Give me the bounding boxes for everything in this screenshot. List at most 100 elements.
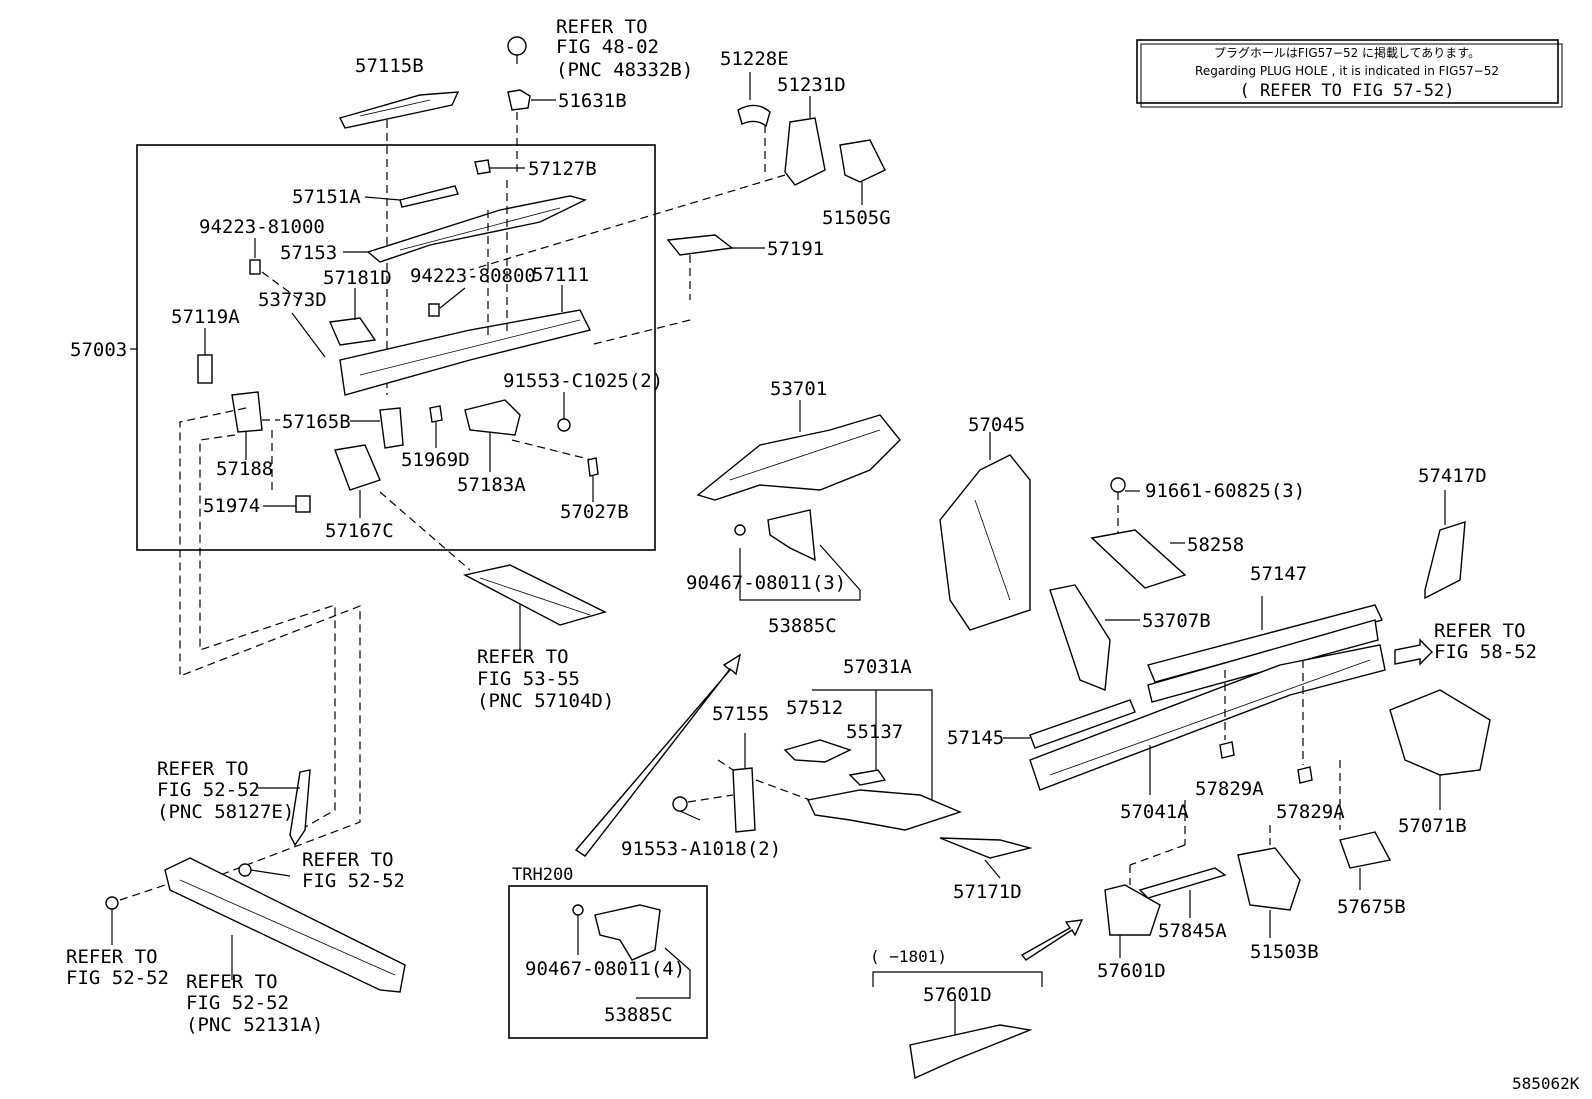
label-57147[interactable]: 57147 <box>1250 563 1307 585</box>
part-57417D-shape <box>1424 521 1466 600</box>
label-57601D-1[interactable]: 57601D <box>1097 960 1166 982</box>
part-53701-shape <box>696 400 901 501</box>
guide-line-left <box>179 407 361 889</box>
label-91553-A1018[interactable]: 91553-A1018(2) <box>621 838 781 860</box>
part-57104D-shape <box>462 564 607 650</box>
label-57145[interactable]: 57145 <box>947 727 1004 749</box>
label-53885C-b[interactable]: 53885C <box>604 1004 673 1026</box>
part-57165B-shape <box>379 407 404 449</box>
part-57601D-lower-shape <box>909 1024 1033 1080</box>
part-48332B-bolt <box>507 36 556 175</box>
label-refer-52-52d-2[interactable]: FIG 52-52 <box>186 992 289 1014</box>
part-57155-shape <box>732 767 756 833</box>
note-line-2: Regarding PLUG HOLE , it is indicated in… <box>1195 64 1499 78</box>
part-91553-A1018-bolt <box>672 796 688 812</box>
bolt-refer-52-52-b <box>238 863 252 877</box>
part-53773D-wire <box>291 312 326 358</box>
label-57191[interactable]: 57191 <box>767 238 824 260</box>
label-51969D[interactable]: 51969D <box>401 449 470 471</box>
label-57127B[interactable]: 57127B <box>528 158 597 180</box>
label-refer-52-52d-1: REFER TO <box>186 971 278 993</box>
label-53885C-a[interactable]: 53885C <box>768 615 837 637</box>
label-trh200: TRH200 <box>512 865 573 885</box>
label-51505G[interactable]: 51505G <box>822 207 891 229</box>
label-57071B[interactable]: 57071B <box>1398 815 1467 837</box>
label-51974[interactable]: 51974 <box>203 495 260 517</box>
part-91661-bolt <box>1110 477 1126 493</box>
label-date-range: ( −1801) <box>870 947 947 966</box>
label-57027B[interactable]: 57027B <box>560 501 629 523</box>
label-57031A[interactable]: 57031A <box>843 656 912 678</box>
part-58258-shape <box>1090 529 1187 589</box>
label-refer-52-52a-3: (PNC 58127E) <box>157 801 294 823</box>
label-57111[interactable]: 57111 <box>532 264 589 286</box>
part-57151A-shape <box>399 185 459 208</box>
label-refer-48-02-1: REFER TO <box>556 16 648 38</box>
label-refer-52-52c-1: REFER TO <box>66 946 158 968</box>
label-refer-58-52-2[interactable]: FIG 58-52 <box>1434 641 1537 663</box>
label-94223-80800[interactable]: 94223-80800 <box>410 265 536 287</box>
label-57188[interactable]: 57188 <box>216 458 273 480</box>
label-57171D[interactable]: 57171D <box>953 881 1022 903</box>
label-57153[interactable]: 57153 <box>280 242 337 264</box>
label-57601D-2[interactable]: 57601D <box>923 984 992 1006</box>
label-51631B[interactable]: 51631B <box>558 90 627 112</box>
label-refer-52-52a-2[interactable]: FIG 52-52 <box>157 779 260 801</box>
label-refer-52-52b-2[interactable]: FIG 52-52 <box>302 870 405 892</box>
label-57675B[interactable]: 57675B <box>1337 896 1406 918</box>
part-57111-shape <box>339 180 592 396</box>
label-55137[interactable]: 55137 <box>846 721 903 743</box>
inset-box-trh200 <box>508 885 708 1039</box>
label-57003[interactable]: 57003 <box>70 339 127 361</box>
label-53701[interactable]: 53701 <box>770 378 827 400</box>
part-94223-80800-nut <box>428 303 440 317</box>
label-90467-08011-3[interactable]: 90467-08011(3) <box>686 572 846 594</box>
label-91661-60825[interactable]: 91661-60825(3) <box>1145 480 1305 502</box>
label-refer-52-52c-2[interactable]: FIG 52-52 <box>66 967 169 989</box>
label-51228E[interactable]: 51228E <box>720 48 789 70</box>
bolt-refer-52-52-c <box>105 896 119 910</box>
label-57167C[interactable]: 57167C <box>325 520 394 542</box>
part-57829A-clip-2 <box>1297 766 1313 784</box>
label-57183A[interactable]: 57183A <box>457 474 526 496</box>
label-57512[interactable]: 57512 <box>786 697 843 719</box>
label-51231D[interactable]: 51231D <box>777 74 846 96</box>
part-57191-shape <box>666 234 734 256</box>
part-57188-shape <box>231 391 263 433</box>
date-range-bracket <box>872 971 1043 987</box>
label-57045[interactable]: 57045 <box>968 414 1025 436</box>
label-57829A-2[interactable]: 57829A <box>1276 801 1345 823</box>
label-57119A[interactable]: 57119A <box>171 306 240 328</box>
part-53707B-shape <box>1049 584 1111 691</box>
part-57041A-shape <box>1029 644 1386 795</box>
part-51231D-group <box>469 72 886 271</box>
label-refer-52-52b-1: REFER TO <box>302 849 394 871</box>
label-57151A[interactable]: 57151A <box>292 186 361 208</box>
label-57041A[interactable]: 57041A <box>1120 801 1189 823</box>
label-90467-08011-4[interactable]: 90467-08011(4) <box>525 958 685 980</box>
label-refer-53-55-2[interactable]: FIG 53-55 <box>477 668 580 690</box>
label-57845A[interactable]: 57845A <box>1158 920 1227 942</box>
label-57829A-1[interactable]: 57829A <box>1195 778 1264 800</box>
label-57181D[interactable]: 57181D <box>323 267 392 289</box>
label-57155[interactable]: 57155 <box>712 703 769 725</box>
part-57031A-group <box>783 689 1033 879</box>
guide-line-left-2 <box>199 434 336 831</box>
label-refer-48-02-2[interactable]: FIG 48-02 <box>556 36 659 58</box>
part-57071B-shape <box>1389 689 1491 776</box>
label-53773D[interactable]: 53773D <box>258 289 327 311</box>
label-57115B[interactable]: 57115B <box>355 55 424 77</box>
label-58258[interactable]: 58258 <box>1187 534 1244 556</box>
part-53885C-shape <box>767 509 816 562</box>
part-57601D-group <box>1020 760 1392 961</box>
label-94223-81000[interactable]: 94223-81000 <box>199 216 325 238</box>
label-refer-52-52a-1: REFER TO <box>157 758 249 780</box>
label-57417D[interactable]: 57417D <box>1418 465 1487 487</box>
part-57183A-shape <box>464 399 521 436</box>
part-57153-shape <box>343 195 587 263</box>
label-57165B[interactable]: 57165B <box>282 411 351 433</box>
label-91553-C1025[interactable]: 91553-C1025(2) <box>503 370 663 392</box>
label-51503B[interactable]: 51503B <box>1250 941 1319 963</box>
label-53707B[interactable]: 53707B <box>1142 610 1211 632</box>
